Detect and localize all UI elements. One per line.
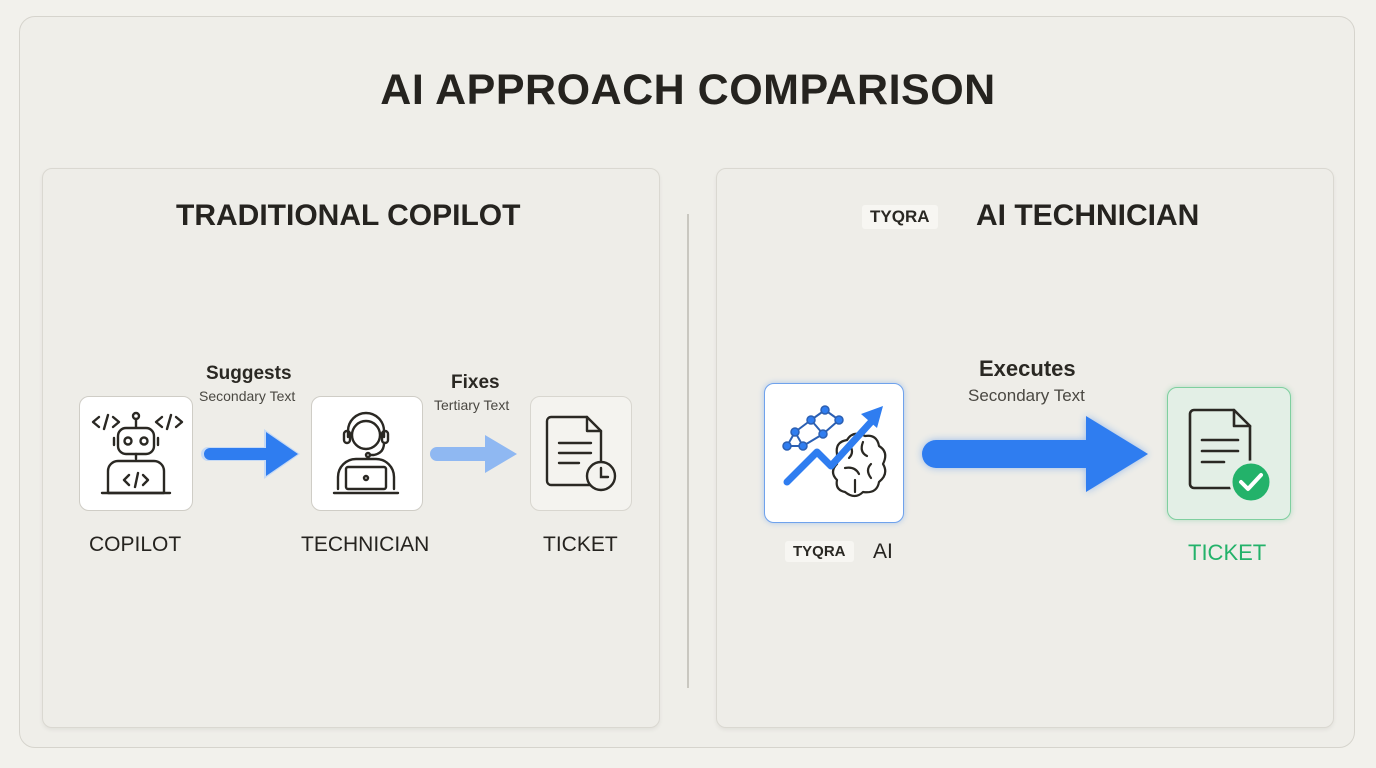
technician-label: TECHNICIAN xyxy=(301,533,430,556)
robot-icon xyxy=(91,411,184,495)
ai-brain-network-icon xyxy=(782,405,887,498)
ticket-left-label: TICKET xyxy=(543,533,618,556)
ticket-checkmark-icon xyxy=(1188,408,1273,504)
fixes-edge-sublabel: Tertiary Text xyxy=(434,397,510,413)
executes-edge-label: Executes xyxy=(979,356,1076,381)
technician-node xyxy=(311,396,423,511)
panel-divider xyxy=(687,214,689,688)
ticket-done-node xyxy=(1167,387,1291,520)
left-panel-title: TRADITIONAL COPILOT xyxy=(176,199,521,232)
ai-node-brand: TYQRA xyxy=(785,541,854,562)
suggests-edge-sublabel: Secondary Text xyxy=(199,388,296,404)
suggests-edge-label: Suggests xyxy=(206,363,292,384)
ai-node-label: AI xyxy=(873,540,893,563)
suggests-arrow xyxy=(200,425,305,483)
copilot-label: COPILOT xyxy=(89,533,182,556)
right-panel-brand: TYQRA xyxy=(862,205,938,229)
executes-edge-sublabel: Secondary Text xyxy=(968,386,1085,405)
copilot-node xyxy=(79,396,193,511)
ticket-pending-clock-icon xyxy=(545,415,617,492)
fixes-edge-label: Fixes xyxy=(451,372,500,393)
ticket-right-label: TICKET xyxy=(1188,540,1267,565)
ai-node xyxy=(764,383,904,523)
page-title: AI APPROACH COMPARISON xyxy=(380,66,996,114)
ticket-pending-node xyxy=(530,396,632,511)
fixes-arrow xyxy=(430,432,522,476)
technician-headset-icon xyxy=(332,411,400,495)
executes-arrow xyxy=(920,410,1160,500)
right-panel-title: AI TECHNICIAN xyxy=(976,199,1200,232)
